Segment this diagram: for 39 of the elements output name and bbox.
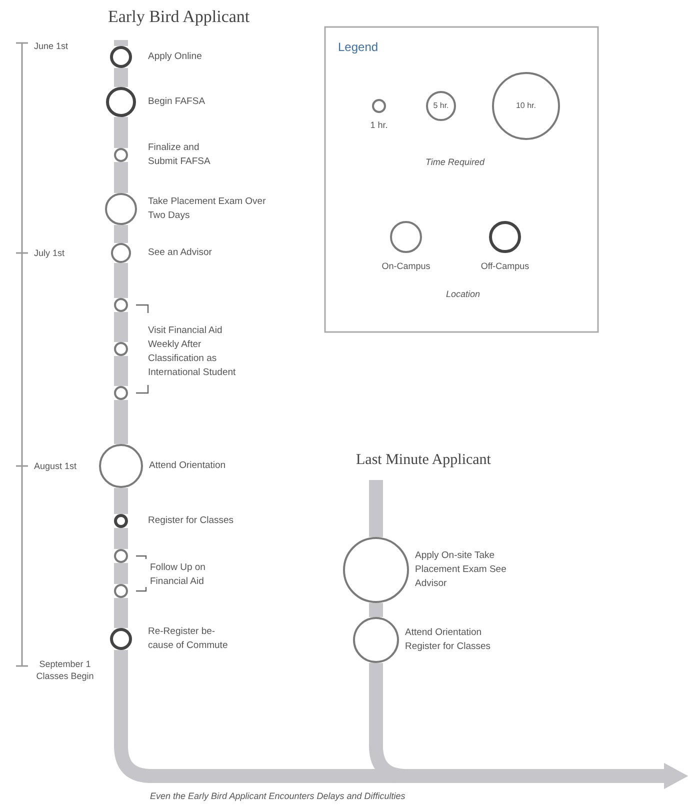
track-segment xyxy=(114,400,128,444)
step-label: See an Advisor xyxy=(148,246,213,260)
heading: Last Minute Applicant xyxy=(356,451,492,470)
step-label: Begin FAFSA xyxy=(148,95,206,109)
annotation: August 1st xyxy=(34,460,78,473)
track-segment xyxy=(114,162,128,193)
step-label: Attend Orientation Register for Classes xyxy=(405,626,492,654)
heading: Early Bird Applicant xyxy=(108,6,250,28)
step-label: Finalize and Submit FAFSA xyxy=(148,141,212,169)
track-segment xyxy=(114,356,128,386)
track-segment xyxy=(114,488,128,514)
track-segment xyxy=(114,563,128,584)
track-segment xyxy=(369,603,383,617)
step-label: Apply Online xyxy=(148,50,203,64)
step-label: Register for Classes xyxy=(148,514,235,528)
legend-label: On-Campus xyxy=(380,260,432,273)
annotation: September 1 Classes Begin xyxy=(35,658,95,682)
step-label: Attend Orientation xyxy=(149,459,227,473)
annotation: June 1st xyxy=(34,40,70,53)
track-segment xyxy=(114,68,128,87)
step-label: Apply On-site Take Placement Exam See Advisor xyxy=(415,549,508,591)
track-segment xyxy=(114,263,128,298)
step-label: Take Placement Exam Over Two Days xyxy=(148,195,267,223)
annotation: Location xyxy=(444,288,482,301)
annotation: July 1st xyxy=(34,247,66,260)
track-segment xyxy=(114,312,128,342)
annotation: Follow Up on Financial Aid xyxy=(150,561,206,589)
track-segment xyxy=(114,225,128,243)
track-segment xyxy=(114,598,128,628)
track-segment xyxy=(114,528,128,549)
step-label: Re-Register be-cause of Commute xyxy=(148,625,229,653)
caption: Even the Early Bird Applicant Encounters Delays and Difficulties xyxy=(150,790,406,803)
annotation: Time Required xyxy=(424,156,486,169)
legend-label: 1 hr. xyxy=(369,119,389,132)
legend-title: Legend xyxy=(338,39,380,56)
track-arrow xyxy=(369,663,688,789)
legend-label: Off-Campus xyxy=(480,260,530,273)
annotation: Visit Financial Aid Weekly After Classification as International Student xyxy=(148,324,237,380)
track-segment xyxy=(114,117,128,148)
